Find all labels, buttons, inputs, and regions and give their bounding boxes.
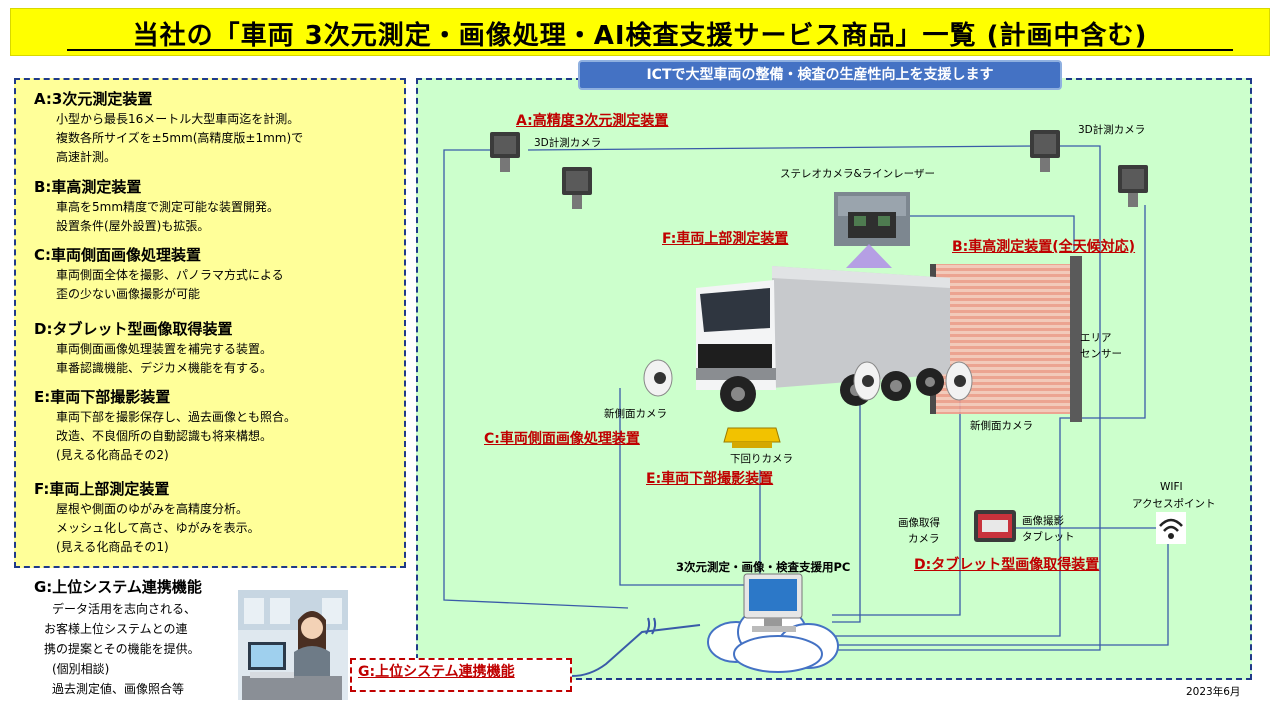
label-d: D:タブレット型画像取得装置 xyxy=(914,557,1100,573)
camera-icon xyxy=(1118,165,1148,207)
service-d-line: 車番認識機能、デジカメ機能を有する。 xyxy=(56,361,273,375)
side-camera-icon xyxy=(643,359,673,397)
service-c-heading: C:車両側面画像処理装置 xyxy=(34,246,202,264)
service-d-line: 車両側面画像処理装置を補完する装置。 xyxy=(56,342,273,356)
service-b-line: 車高を5mm精度で測定可能な装置開発。 xyxy=(56,200,280,214)
camera-3d-label: 3D計測カメラ xyxy=(534,137,602,149)
tablet-icon xyxy=(974,510,1016,542)
area-sensor-label: エリア xyxy=(1080,332,1112,344)
tablet-label: 画像撮影 xyxy=(1022,515,1064,527)
camera-icon xyxy=(490,132,520,172)
image-camera-label: カメラ xyxy=(908,533,940,545)
service-e-line: 改造、不良個所の自動認識も将来構想。 xyxy=(56,429,273,443)
service-e-heading: E:車両下部撮影装置 xyxy=(34,388,171,406)
service-a-line: 複数各所サイズを±5mm(高精度版±1mm)で xyxy=(56,131,304,145)
under-camera-icon xyxy=(723,427,781,448)
camera-icon xyxy=(1030,130,1060,172)
label-a: A:高精度3次元測定装置 xyxy=(516,113,669,129)
pc-cloud-icon xyxy=(707,573,839,673)
laser-beam xyxy=(846,244,892,268)
label-g-box xyxy=(350,658,572,692)
stereo-camera-image xyxy=(834,192,910,246)
wifi-icon xyxy=(1156,512,1186,544)
side-camera-icon xyxy=(853,361,881,401)
label-e: E:車両下部撮影装置 xyxy=(646,471,774,487)
label-f: F:車両上部測定装置 xyxy=(662,231,789,247)
stereo-camera-label: ステレオカメラ&ラインレーザー xyxy=(780,168,935,180)
service-g-line: 携の提案とその機能を提供。 xyxy=(44,642,200,656)
tablet-label: タブレット xyxy=(1022,531,1075,543)
service-d-heading: D:タブレット型画像取得装置 xyxy=(34,320,233,338)
service-g-heading: G:上位システム連携機能 xyxy=(34,578,202,596)
service-list-panel: A:3次元測定装置 小型から最長16メートル大型車両迄を計測。 複数各所サイズを… xyxy=(14,78,406,568)
service-g-line: (個別相談) xyxy=(52,662,110,676)
service-e-line: 車両下部を撮影保存し、過去画像とも照合。 xyxy=(56,410,297,424)
banner: ICTで大型車両の整備・検査の生産性向上を支援します xyxy=(578,60,1062,90)
side-camera-label: 新側面カメラ xyxy=(970,420,1033,432)
service-b-line: 設置条件(屋外設置)も拡張。 xyxy=(56,219,210,233)
side-camera-label: 新側面カメラ xyxy=(604,408,667,420)
camera-3d-label: 3D計測カメラ xyxy=(1078,124,1146,136)
area-sensor-curtain xyxy=(930,256,1082,422)
service-g-line: 過去測定値、画像照合等 xyxy=(52,682,185,696)
pc-label: 3次元測定・画像・検査支援用PC xyxy=(676,560,851,574)
title-underline xyxy=(67,49,1233,51)
service-c-line: 車両側面全体を撮影、パノラマ方式による xyxy=(56,268,284,282)
service-f-line: 屋根や側面のゆがみを高精度分析。 xyxy=(56,502,249,516)
service-f-line: (見える化商品その1) xyxy=(56,540,169,554)
title-bar: 当社の「車両 3次元測定・画像処理・AI検査支援サービス商品」一覧 (計画中含む… xyxy=(10,8,1270,56)
image-camera-label: 画像取得 xyxy=(898,517,940,529)
service-a-line: 小型から最長16メートル大型車両迄を計測。 xyxy=(56,112,300,126)
date-label: 2023年6月 xyxy=(1186,686,1241,698)
wifi-label: WIFI xyxy=(1160,481,1183,493)
operator-illustration xyxy=(238,590,348,700)
service-b-heading: B:車高測定装置 xyxy=(34,178,142,196)
service-c-line: 歪の少ない画像撮影が可能 xyxy=(56,287,201,301)
camera-icon xyxy=(562,167,592,209)
area-sensor-label: センサー xyxy=(1080,348,1122,360)
service-a-heading: A:3次元測定装置 xyxy=(34,90,153,108)
side-camera-icon xyxy=(945,361,973,401)
wifi-label: アクセスポイント xyxy=(1132,498,1216,510)
truck-image xyxy=(696,266,950,412)
label-c: C:車両側面画像処理装置 xyxy=(484,431,640,447)
service-g-line: データ活用を志向される、 xyxy=(52,602,197,616)
service-g-line: お客様上位システムとの連 xyxy=(44,622,188,636)
service-f-line: メッシュ化して高さ、ゆがみを表示。 xyxy=(56,521,260,535)
label-g: G:上位システム連携機能 xyxy=(358,664,515,680)
service-a-line: 高速計測。 xyxy=(56,150,117,164)
service-e-line: (見える化商品その2) xyxy=(56,448,169,462)
under-camera-label: 下回りカメラ xyxy=(730,453,793,465)
service-f-heading: F:車両上部測定装置 xyxy=(34,480,170,498)
label-b: B:車高測定装置(全天候対応) xyxy=(952,239,1136,255)
page-title: 当社の「車両 3次元測定・画像処理・AI検査支援サービス商品」一覧 (計画中含む… xyxy=(132,21,1148,51)
